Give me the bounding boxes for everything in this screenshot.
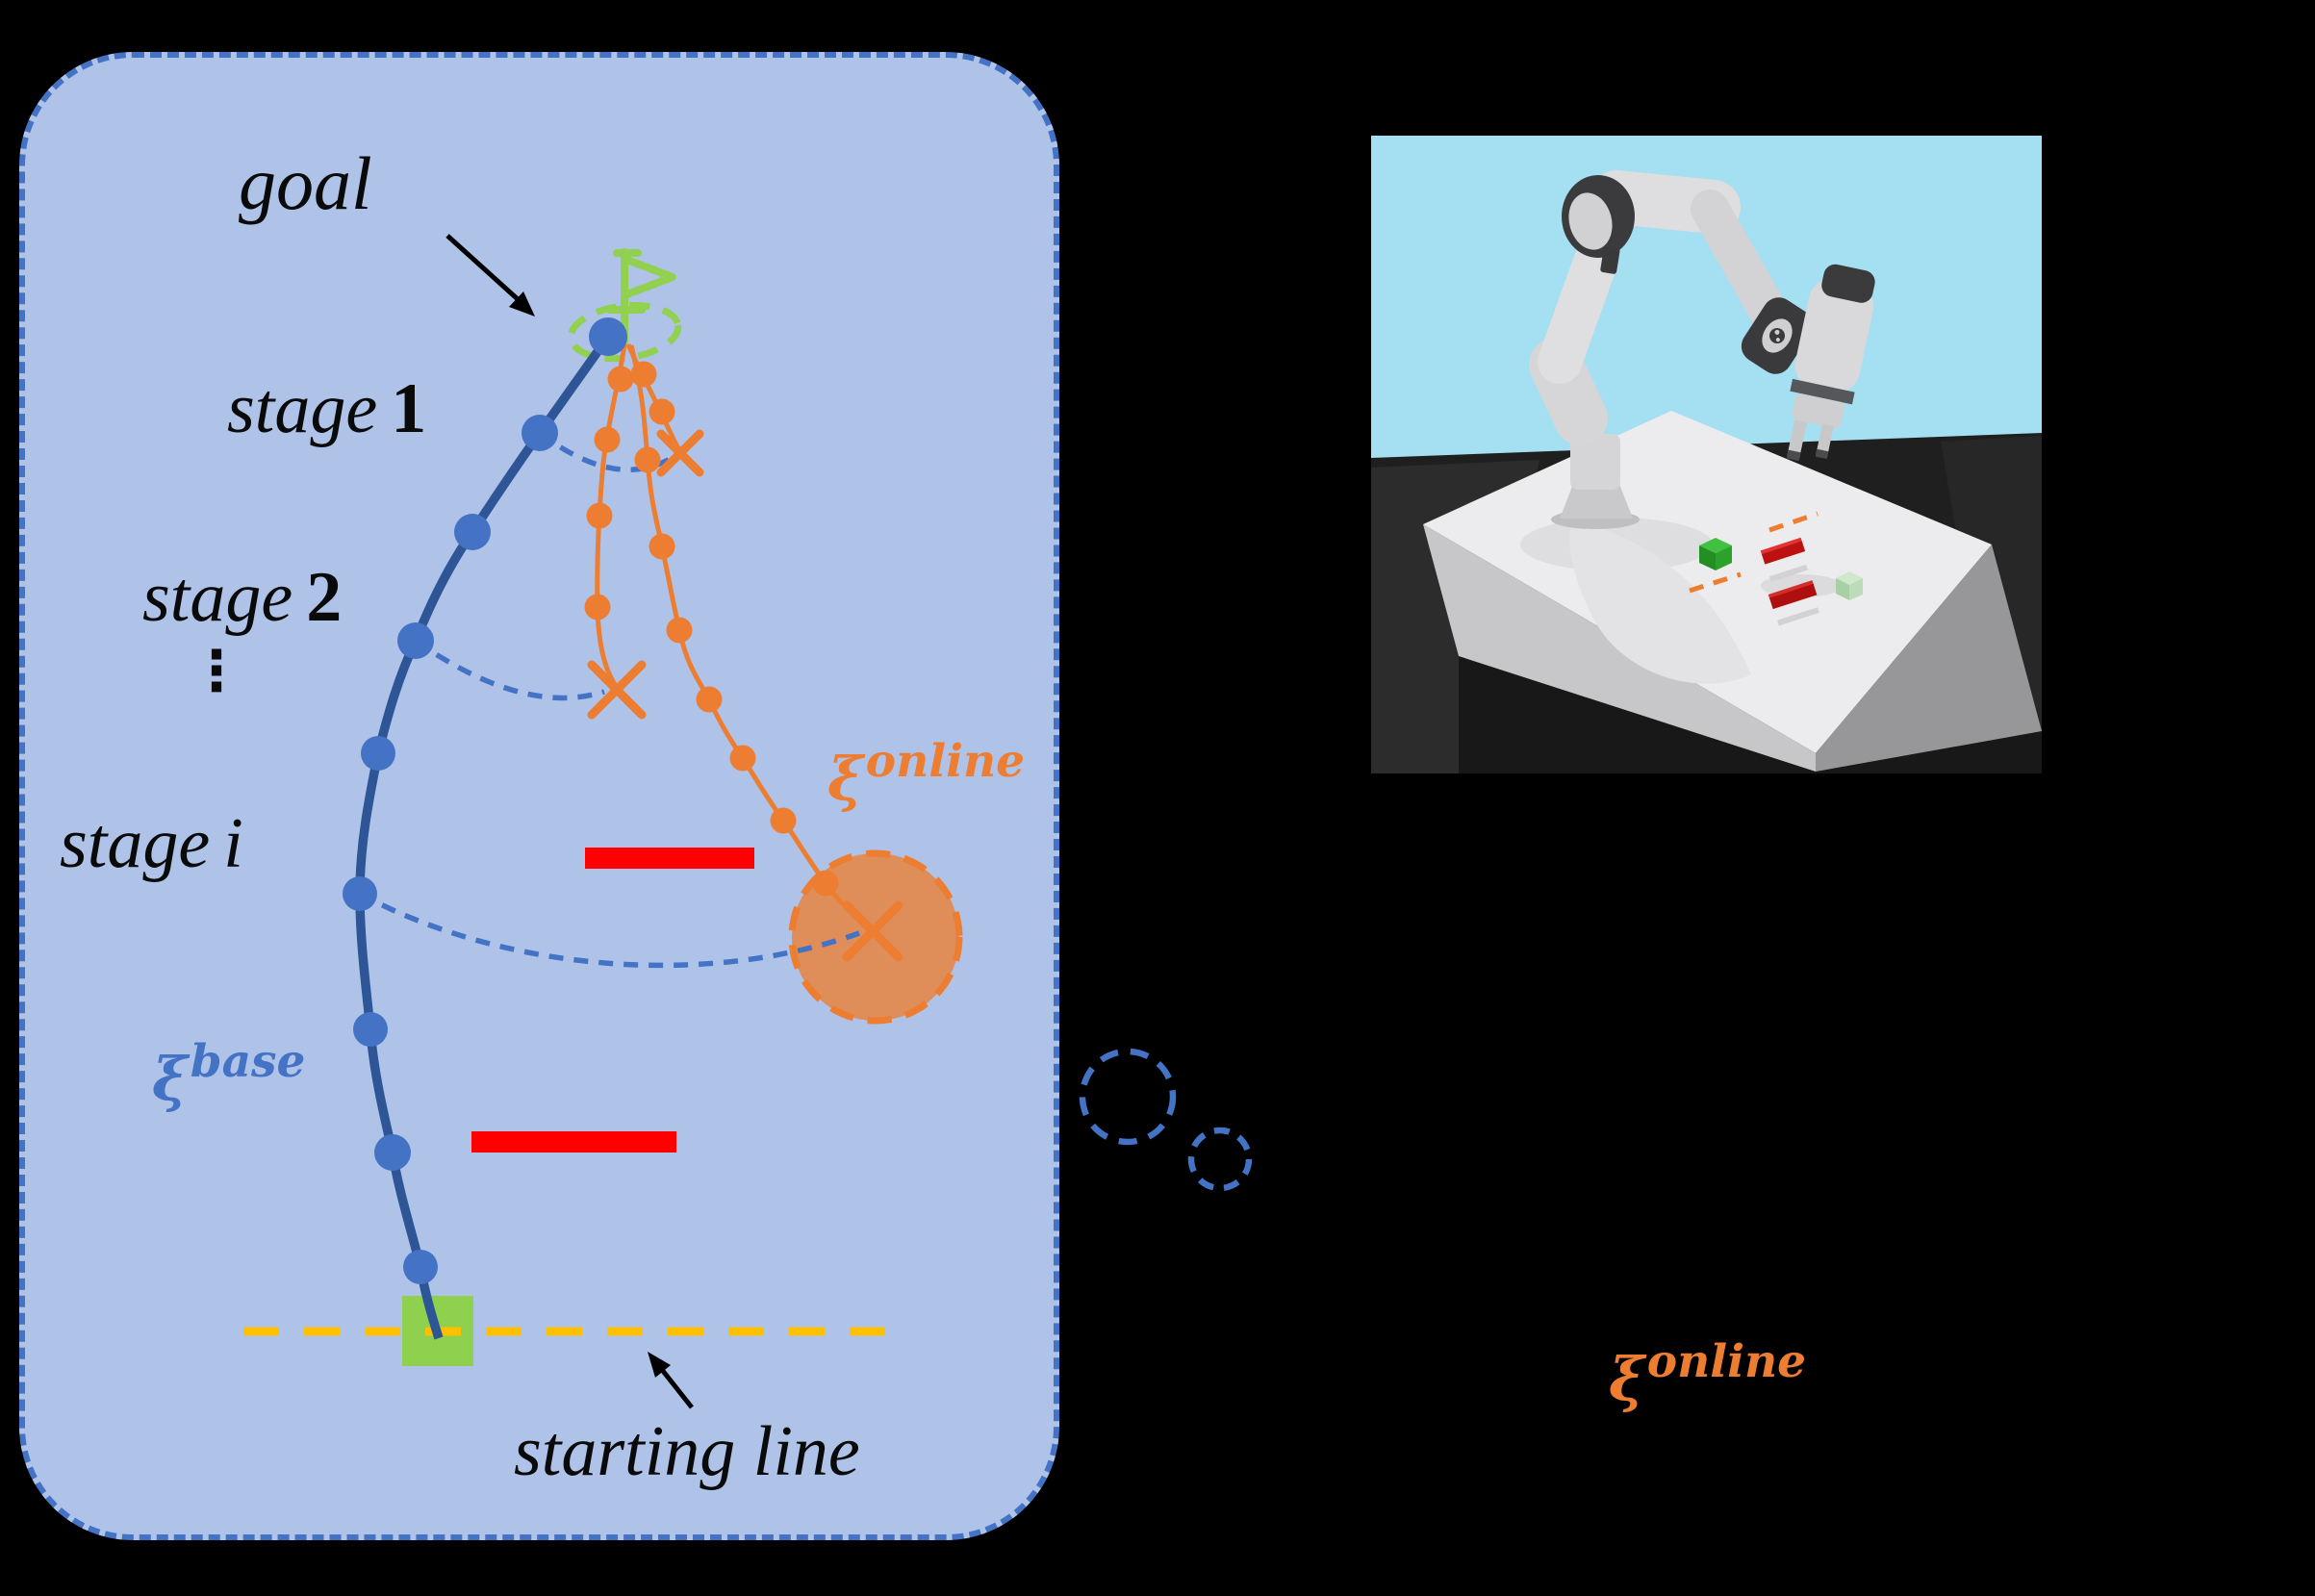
- online-branch-left: [595, 343, 627, 688]
- sim-green-cube: [1699, 538, 1732, 570]
- online-branch-main: [628, 344, 870, 929]
- stage-i-arc: [358, 891, 860, 969]
- robot-gripper: [1786, 264, 1875, 462]
- stage2-arc: [414, 638, 605, 701]
- sim-red-bar-1: [1760, 537, 1806, 565]
- thought-bubble-circles-icon: [1079, 1048, 1253, 1192]
- base-trajectory-waypoints: [343, 415, 558, 1284]
- sim-orange-dashed-lines: [1689, 511, 1819, 594]
- goal-region-ellipse-icon: [567, 301, 682, 363]
- goal-waypoint: [589, 317, 627, 356]
- online-trajectory-branches: [595, 343, 870, 929]
- base-trajectory-label: ξbase: [152, 1035, 306, 1114]
- online-trajectory-label: ξonline: [827, 735, 1026, 814]
- base-trajectory: [343, 334, 612, 1340]
- robot-base: [1560, 484, 1633, 519]
- failure-x-marks: [587, 429, 903, 962]
- online-trajectory-annotation: ξonline: [1609, 1335, 1807, 1414]
- robot-sim-scene: [1371, 136, 2042, 773]
- robot-arm: [1529, 170, 1875, 529]
- sim-table: [1423, 411, 2042, 772]
- obstacle-bar-upper: [585, 848, 754, 869]
- sim-light-green-cube: [1836, 571, 1863, 600]
- robot-sim-image: [1371, 136, 2042, 773]
- goal-label: goal: [239, 141, 372, 225]
- starting-line-arrow: [648, 1352, 694, 1409]
- sim-table-shadow: [1459, 656, 2042, 773]
- obstacle-bar-lower: [471, 1131, 676, 1153]
- schematic-panel: [19, 52, 1059, 1540]
- goal-arrow: [445, 234, 535, 317]
- sim-task-objects: [1689, 511, 1863, 626]
- sim-red-bar-2: [1768, 580, 1818, 610]
- stage-ellipsis: ⋮: [189, 638, 244, 703]
- robot-wrist-joint: [1741, 297, 1814, 374]
- online-trajectory-waypoints: [584, 361, 839, 897]
- starting-line-label: starting line: [514, 1412, 860, 1491]
